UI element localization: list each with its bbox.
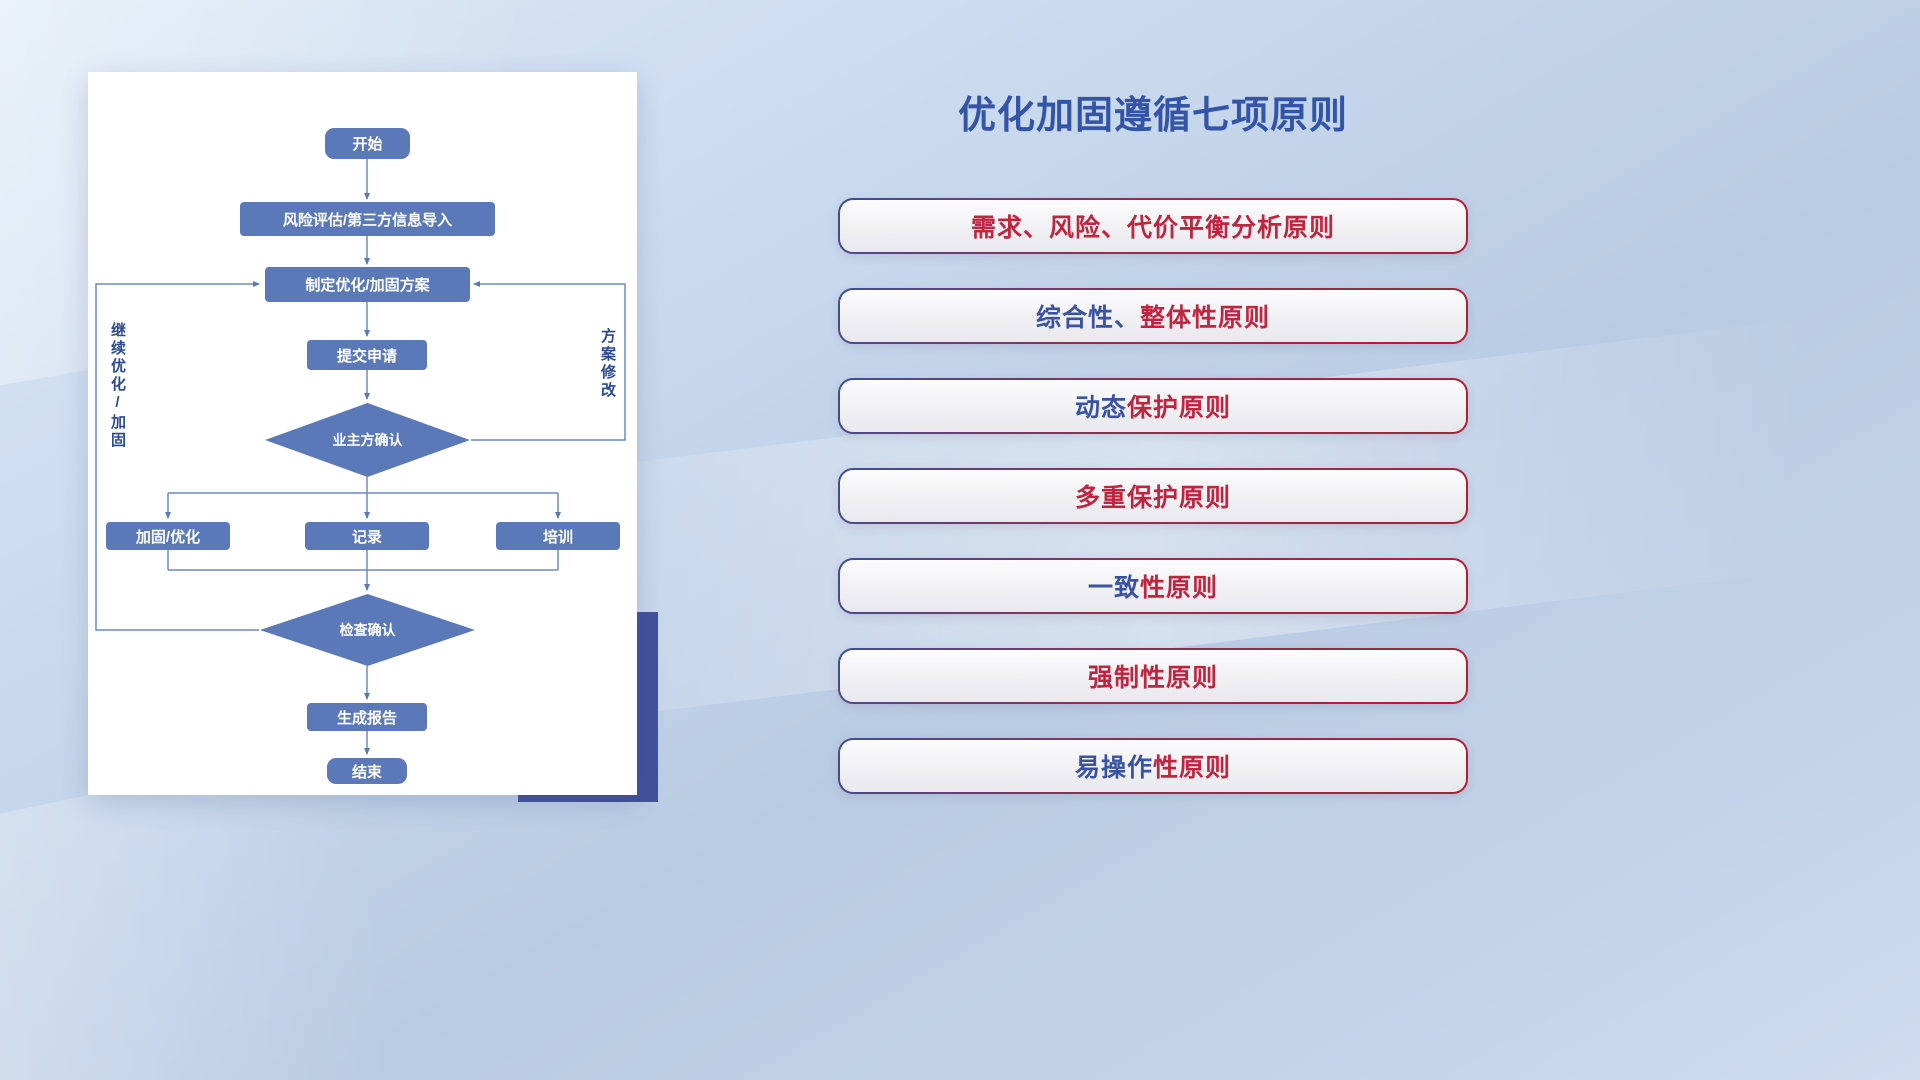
principle-card: 综合性、整体性原则 — [838, 288, 1468, 344]
principles-panel: 优化加固遵循七项原则 需求、风险、代价平衡分析原则 综合性、整体性原则 动态保护… — [838, 92, 1468, 828]
principle-text: 强制性原则 — [840, 650, 1466, 702]
principle-card: 强制性原则 — [838, 648, 1468, 704]
principle-card: 需求、风险、代价平衡分析原则 — [838, 198, 1468, 254]
flow-label-plan-modify: 方案修改 — [599, 328, 616, 400]
principle-text-red: 性原则 — [1140, 574, 1219, 602]
principle-text-red: 整体性原则 — [1140, 304, 1271, 332]
principle-card: 一致性原则 — [838, 558, 1468, 614]
flow-node-check-confirm-label: 检查确认 — [339, 622, 396, 638]
principle-text: 动态保护原则 — [840, 380, 1466, 432]
principle-card: 动态保护原则 — [838, 378, 1468, 434]
principle-text-red: 多重保护原则 — [1074, 484, 1231, 512]
flow-label-continue-loop: 继续优化/加固 — [109, 322, 126, 450]
flow-node-owner-confirm-label: 业主方确认 — [332, 432, 403, 448]
page-title: 优化加固遵循七项原则 — [957, 95, 1348, 137]
principle-text: 多重保护原则 — [840, 470, 1466, 522]
principle-card: 易操作性原则 — [838, 738, 1468, 794]
principle-text-red: 保护原则 — [1127, 394, 1232, 422]
flow-node-end: 结束 — [327, 758, 407, 784]
principle-text-blue: 动态 — [1074, 394, 1127, 422]
principle-text-blue: 一致 — [1087, 574, 1140, 602]
flow-node-submit: 提交申请 — [307, 340, 427, 370]
flow-node-risk-import: 风险评估/第三方信息导入 — [240, 202, 495, 236]
principle-text-blue: 易操作 — [1074, 754, 1153, 782]
flow-node-training: 培训 — [496, 522, 620, 550]
principle-text: 易操作性原则 — [840, 740, 1466, 792]
principle-text: 综合性、整体性原则 — [840, 290, 1466, 342]
principle-text-red: 强制性原则 — [1087, 664, 1218, 692]
flow-node-start: 开始 — [325, 128, 410, 159]
principle-text: 需求、风险、代价平衡分析原则 — [840, 200, 1466, 252]
flow-node-make-plan: 制定优化/加固方案 — [265, 267, 470, 302]
principle-text-red: 需求、风险、代价平衡分析原则 — [970, 214, 1335, 242]
flow-node-reinforce: 加固/优化 — [106, 522, 230, 550]
flowchart-card: 开始 风险评估/第三方信息导入 制定优化/加固方案 提交申请 业主方确认 加固/… — [88, 72, 637, 795]
flowchart-connectors — [95, 159, 626, 755]
flow-node-record: 记录 — [305, 522, 429, 550]
principle-text-blue: 综合性、 — [1035, 304, 1140, 332]
principle-text-red: 性原则 — [1153, 754, 1232, 782]
flow-node-report: 生成报告 — [307, 703, 427, 731]
principle-card: 多重保护原则 — [838, 468, 1468, 524]
principle-text: 一致性原则 — [840, 560, 1466, 612]
